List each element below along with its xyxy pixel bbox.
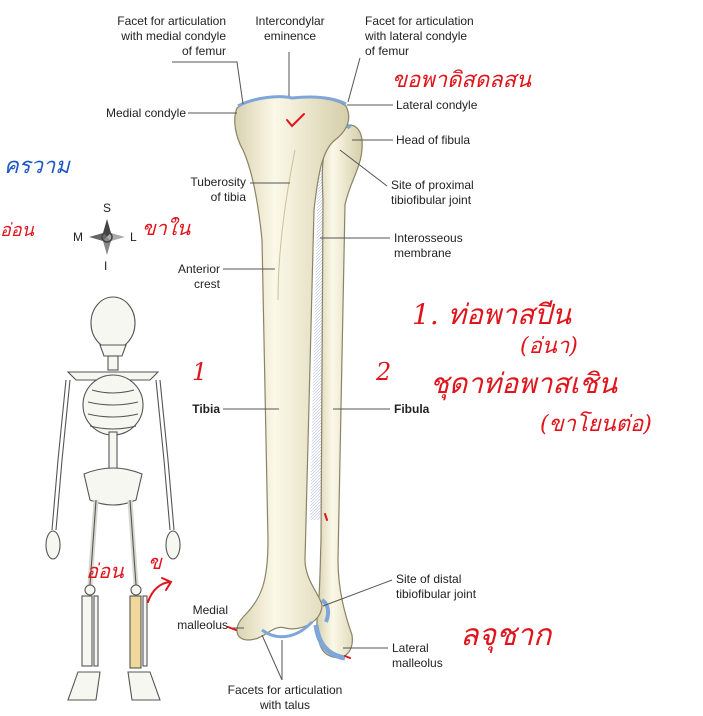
arrow-mark <box>148 578 171 602</box>
label-tuberosity-of-tibia: Tuberosity of tibia <box>140 175 246 205</box>
handwritten-number-1: 1 <box>192 358 207 386</box>
label-facet-medial: Facet for articulation with medial condy… <box>66 14 226 59</box>
handwritten-bottom-note: ลจุชาก <box>460 612 551 659</box>
handwritten-note-2-line-1: ชุดาท่อพาสเชิน <box>430 362 617 406</box>
handwritten-left-note-1: อ่อน <box>0 215 34 244</box>
label-facet-lateral: Facet for articulation with lateral cond… <box>365 14 525 59</box>
label-anterior-crest: Anterior crest <box>140 262 220 292</box>
handwritten-leg-note-1: อ่อน <box>86 555 124 587</box>
handwritten-note-1-line-2: (อ่นา) <box>520 328 578 363</box>
skeleton-figure <box>46 297 180 700</box>
highlighted-tibia <box>130 596 141 668</box>
label-lateral-condyle: Lateral condyle <box>396 98 536 113</box>
label-intercondylar-eminence: Intercondylar eminence <box>240 14 340 44</box>
label-medial-condyle: Medial condyle <box>60 106 186 121</box>
handwritten-left-note-2: ขาใน <box>142 212 190 244</box>
compass-lateral: L <box>130 230 137 245</box>
label-head-of-fibula: Head of fibula <box>396 133 536 148</box>
compass-inferior: I <box>104 259 107 274</box>
fibula-bone <box>317 125 362 658</box>
handwritten-note-2-line-2: (ขาโยนต่อ) <box>540 406 652 441</box>
label-medial-malleolus: Medial malleolus <box>150 603 228 633</box>
label-site-distal-joint: Site of distal tibiofibular joint <box>396 572 536 602</box>
label-interosseous-membrane: Interosseous membrane <box>394 231 514 261</box>
compass-superior: S <box>103 201 111 216</box>
compass-medial: M <box>73 230 83 245</box>
label-site-proximal-joint: Site of proximal tibiofibular joint <box>391 178 541 208</box>
label-tibia: Tibia <box>150 402 220 417</box>
handwritten-top-note: ขอพาดิสดลสน <box>392 62 531 97</box>
label-facets-talus: Facets for articulation with talus <box>210 683 360 713</box>
compass-rose <box>89 219 125 255</box>
handwritten-leg-note-2: ข <box>148 546 162 578</box>
handwritten-blue-note: ครวาม <box>4 148 70 183</box>
handwritten-number-2: 2 <box>376 358 391 386</box>
